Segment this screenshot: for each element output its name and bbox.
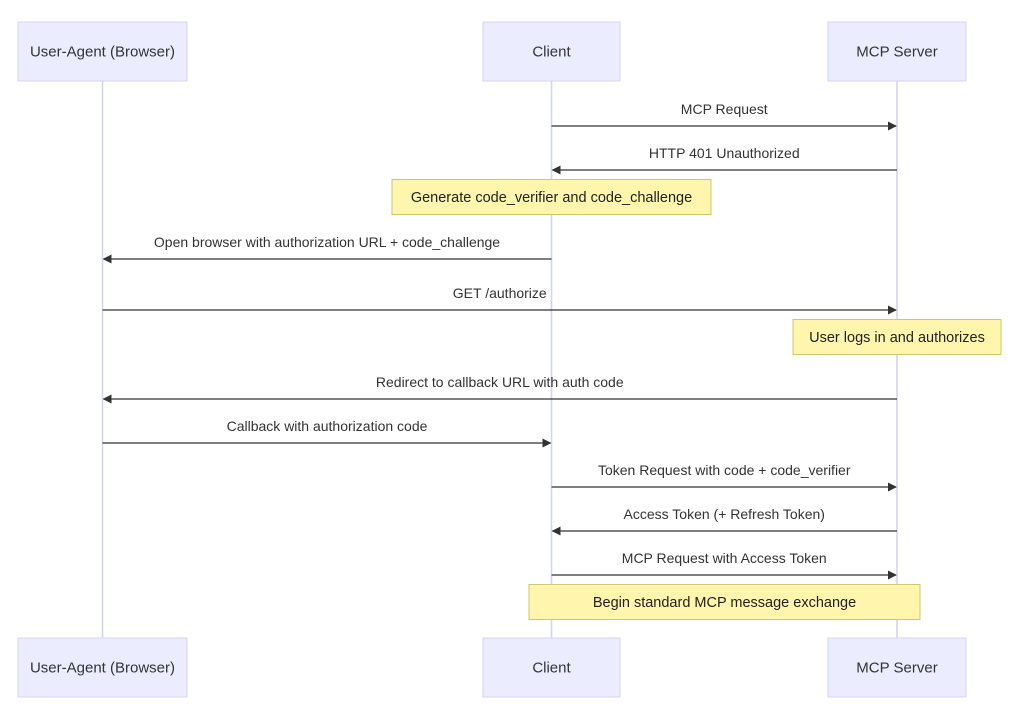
note-label: Generate code_verifier and code_challeng…: [411, 190, 692, 206]
message-7: Redirect to callback URL with auth code: [102, 374, 897, 404]
message-2: HTTP 401 Unauthorized: [551, 145, 897, 175]
actor-bottom-client: Client: [482, 637, 621, 698]
note-box: [792, 319, 1002, 355]
message-label: Access Token (+ Refresh Token): [624, 506, 825, 522]
message-label: Open browser with authorization URL + co…: [154, 234, 500, 250]
actor-top-server: MCP Server: [827, 21, 967, 82]
note-6: User logs in and authorizes: [792, 319, 1002, 355]
note-label: Begin standard MCP message exchange: [593, 595, 856, 611]
actor-bottom-browser: User-Agent (Browser): [17, 637, 188, 698]
actor-top-browser: User-Agent (Browser): [17, 21, 188, 82]
message-label: MCP Request: [681, 101, 768, 117]
message-label: Token Request with code + code_verifier: [598, 462, 851, 478]
note-label: User logs in and authorizes: [809, 330, 985, 346]
message-11: MCP Request with Access Token: [551, 550, 897, 580]
message-label: MCP Request with Access Token: [622, 550, 827, 566]
actor-top-client: Client: [482, 21, 621, 82]
note-3: Generate code_verifier and code_challeng…: [391, 179, 712, 215]
actor-top-client-label: Client: [532, 44, 571, 61]
message-10: Access Token (+ Refresh Token): [551, 506, 897, 536]
actor-top-browser-label: User-Agent (Browser): [30, 44, 175, 61]
actor-top-server-label: MCP Server: [856, 44, 937, 61]
actor-bottom-client-label: Client: [532, 660, 571, 677]
message-9: Token Request with code + code_verifier: [551, 462, 897, 492]
actor-bottom-browser-label: User-Agent (Browser): [30, 660, 175, 677]
actor-bottom-server: MCP Server: [827, 637, 967, 698]
actor-bottom-server-label: MCP Server: [856, 660, 937, 677]
message-label: Redirect to callback URL with auth code: [376, 374, 624, 390]
note-12: Begin standard MCP message exchange: [528, 584, 921, 620]
message-label: GET /authorize: [453, 285, 547, 301]
note-box: [391, 179, 712, 215]
message-5: GET /authorize: [102, 285, 897, 315]
message-4: Open browser with authorization URL + co…: [102, 234, 552, 264]
message-label: HTTP 401 Unauthorized: [649, 145, 800, 161]
message-1: MCP Request: [551, 101, 897, 131]
message-label: Callback with authorization code: [227, 418, 428, 434]
message-8: Callback with authorization code: [102, 418, 552, 448]
note-box: [528, 584, 921, 620]
